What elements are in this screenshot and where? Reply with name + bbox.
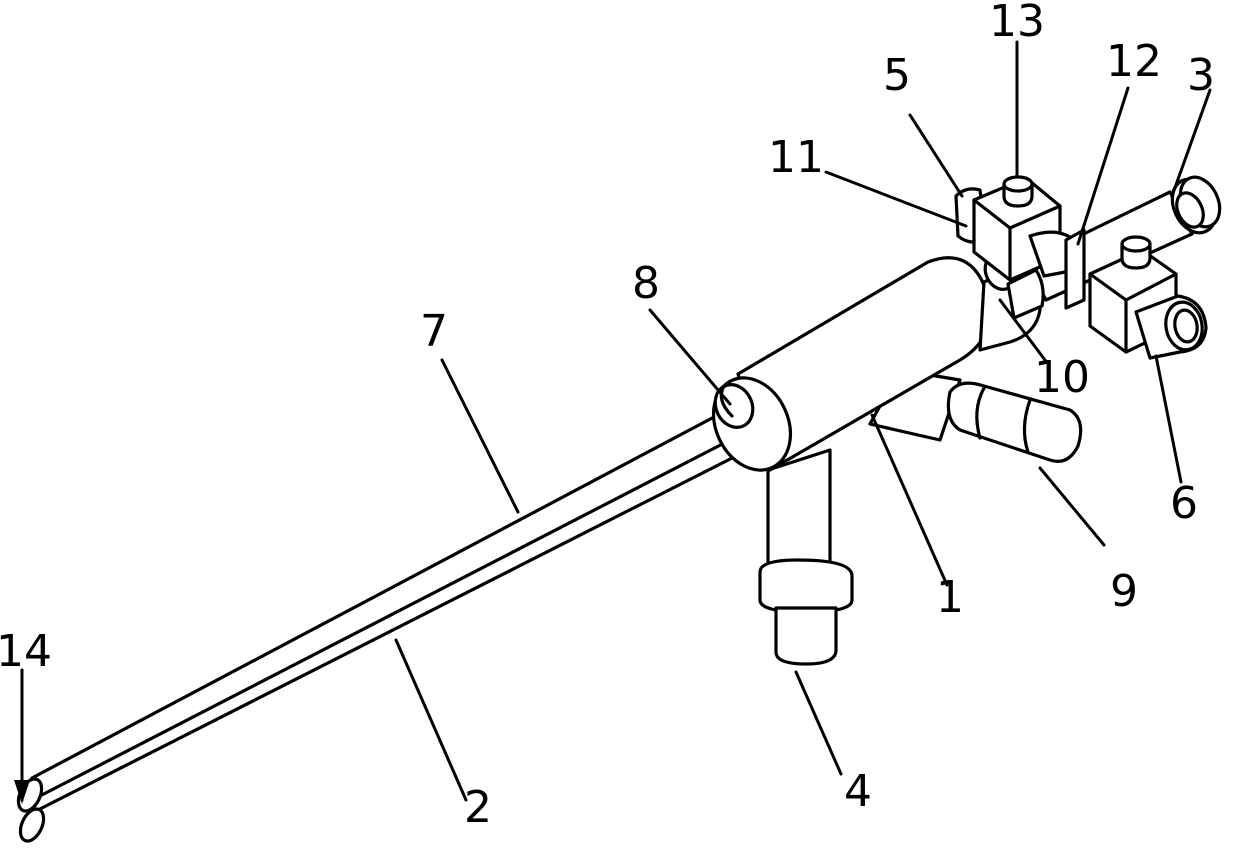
label-10: 10 xyxy=(1034,352,1090,403)
main-body xyxy=(699,258,990,483)
label-6: 6 xyxy=(1170,478,1198,529)
label-7: 7 xyxy=(420,306,448,357)
label-1: 1 xyxy=(936,572,964,623)
bottom-port xyxy=(760,450,852,664)
label-5: 5 xyxy=(883,50,911,101)
label-12: 12 xyxy=(1106,36,1162,87)
label-14: 14 xyxy=(0,626,52,677)
label-3: 3 xyxy=(1187,50,1215,101)
label-2: 2 xyxy=(464,782,492,833)
valve-block-left xyxy=(956,177,1076,280)
label-4: 4 xyxy=(844,766,872,817)
label-13: 13 xyxy=(989,0,1045,47)
plate xyxy=(1066,230,1084,308)
label-8: 8 xyxy=(632,258,660,309)
label-11: 11 xyxy=(768,132,824,183)
shaft xyxy=(14,416,744,845)
label-9: 9 xyxy=(1110,566,1138,617)
